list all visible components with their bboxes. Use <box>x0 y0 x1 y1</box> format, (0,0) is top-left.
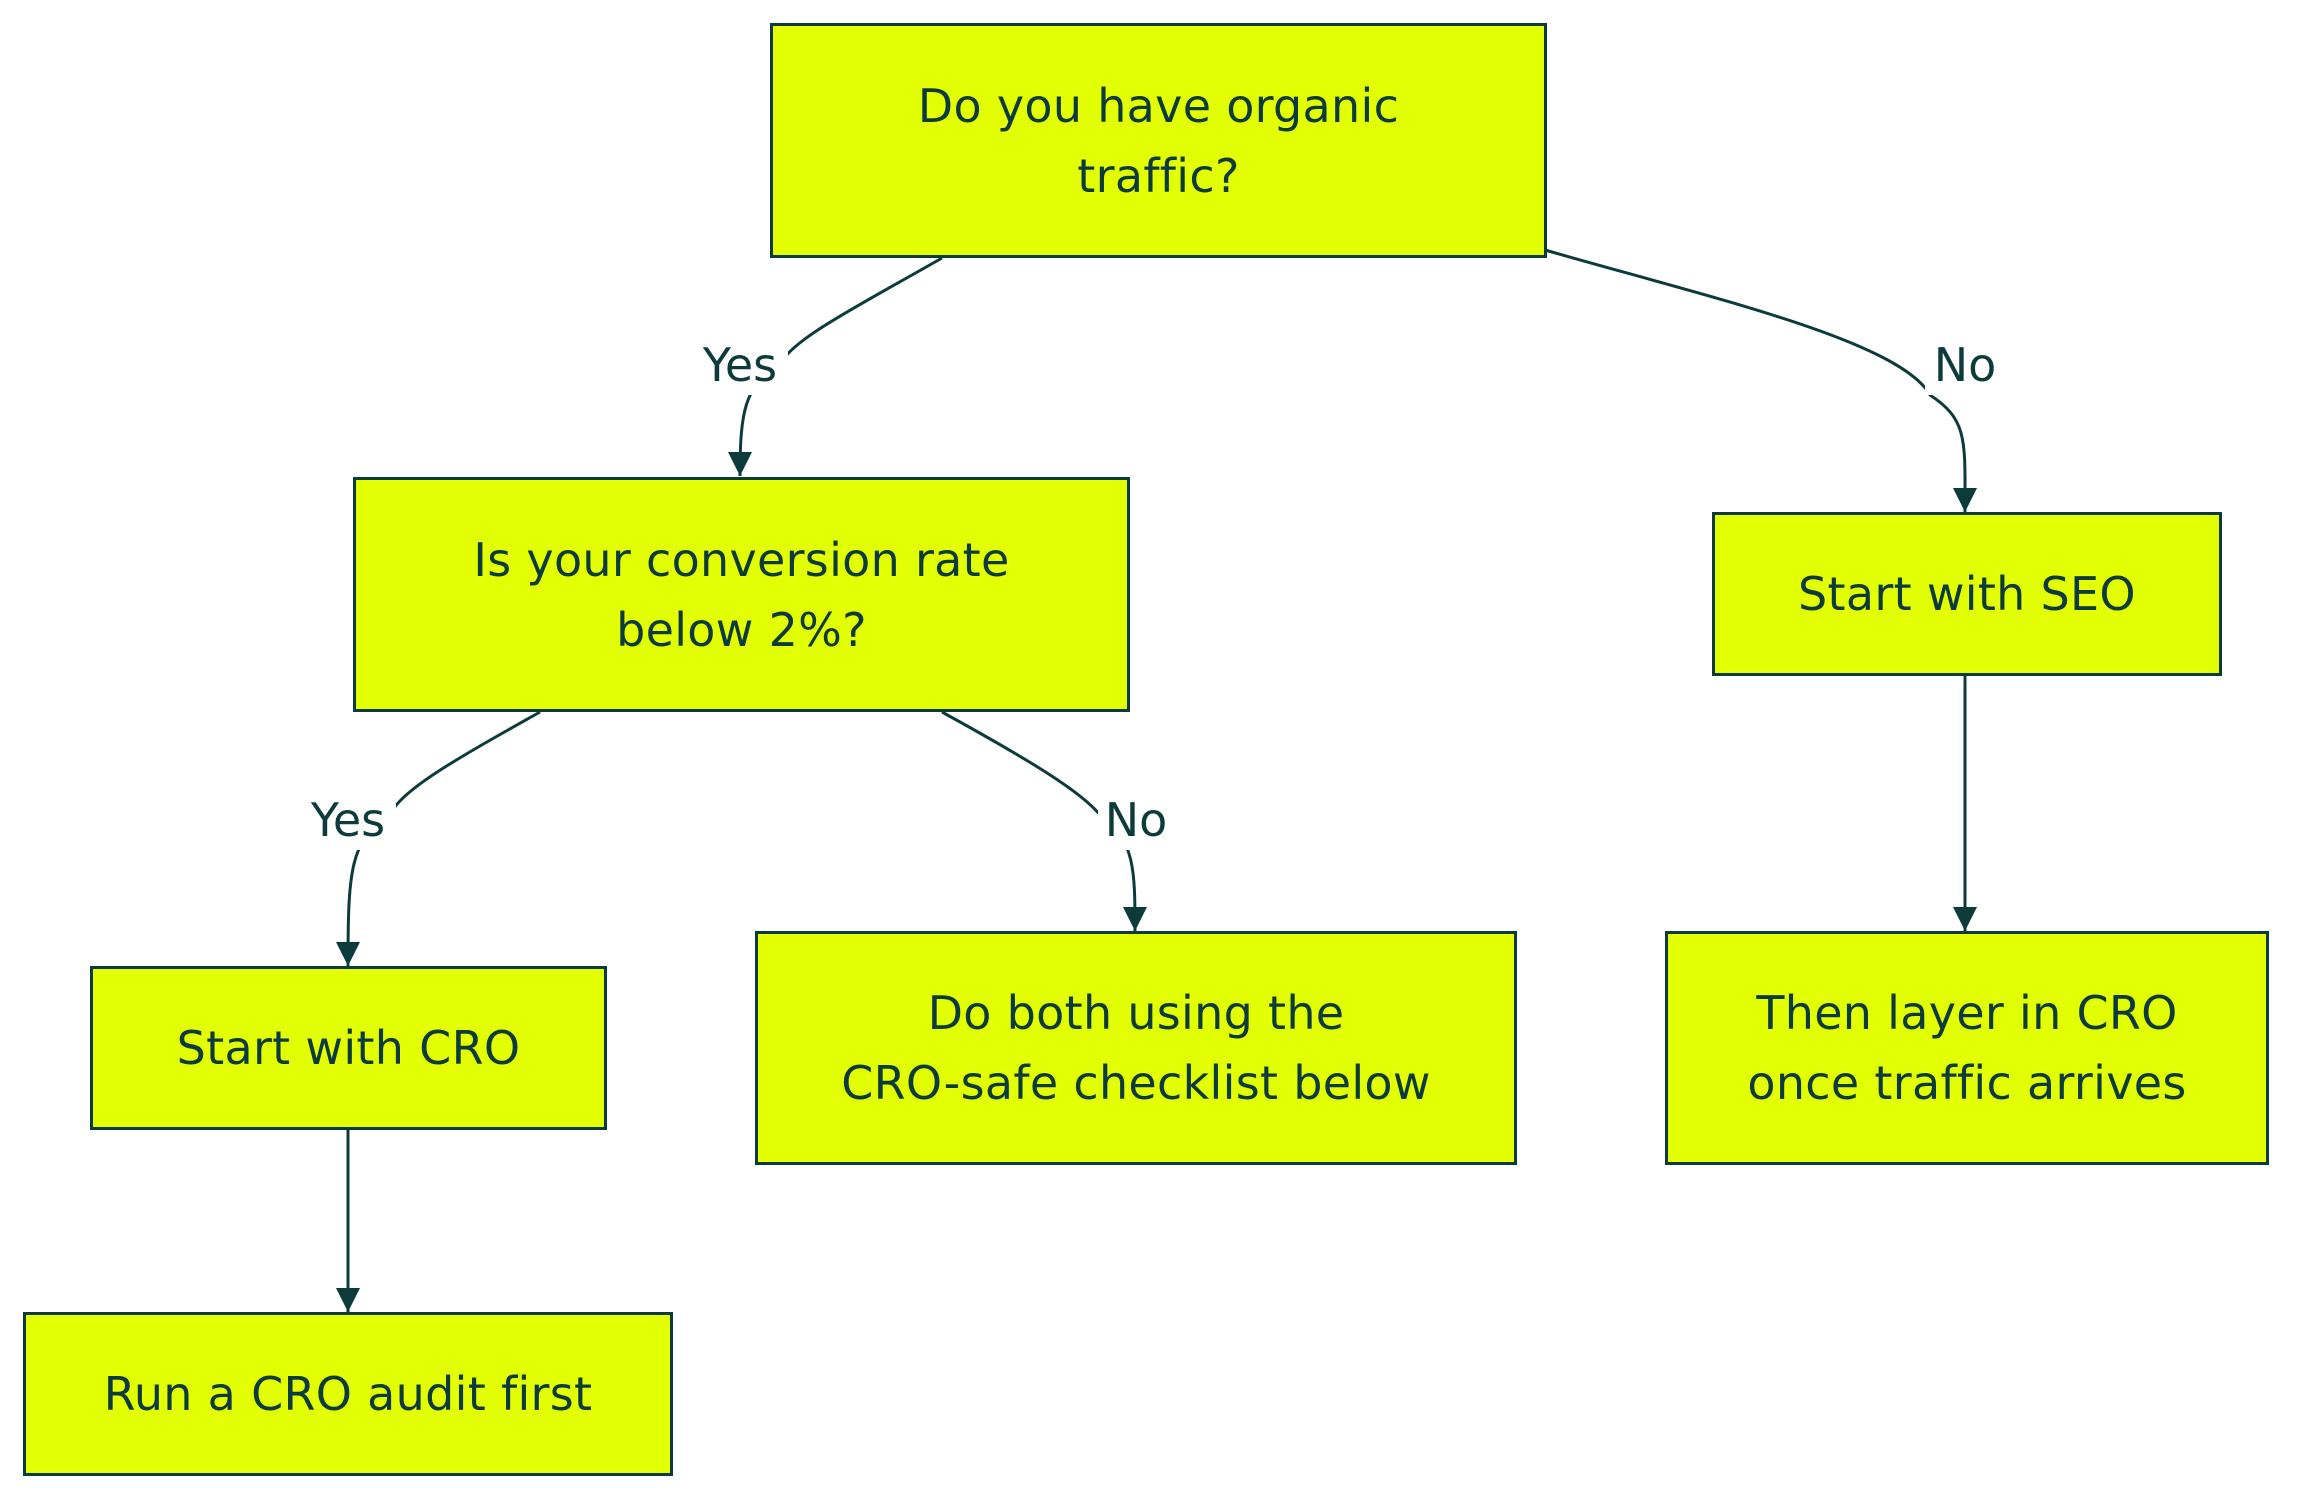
edge-label-bg <box>300 790 396 850</box>
arrowhead-cro <box>336 942 360 966</box>
edge-label-conversion-yes: Yes <box>310 793 385 847</box>
edge-label-organic-no: No <box>1934 338 1997 392</box>
arrowhead-seo <box>1953 488 1977 512</box>
edge-label-bg <box>1925 335 2005 395</box>
node-conversion-rate-question: Is your conversion rate below 2%? <box>353 477 1130 712</box>
edge-label-bg <box>1098 790 1178 850</box>
arrowhead-layer <box>1953 907 1977 931</box>
node-text-line: Do you have organic <box>917 78 1400 133</box>
node-do-both: Do both using the CRO-safe checklist bel… <box>755 931 1517 1165</box>
node-text-line: Do both using the <box>927 986 1345 1040</box>
node-text-line: Start with SEO <box>1798 567 2136 621</box>
node-text-line: Start with CRO <box>176 1021 521 1075</box>
node-text-line: once traffic arrives <box>1747 1056 2187 1110</box>
node-text-line: Is your conversion rate <box>473 532 1010 587</box>
edge-label-bg <box>692 335 788 395</box>
arrowhead-audit <box>336 1288 360 1312</box>
edge-label-conversion-no: No <box>1105 793 1168 847</box>
node-text-line: CRO-safe checklist below <box>841 1056 1431 1110</box>
node-layer-in-cro: Then layer in CRO once traffic arrives <box>1665 931 2269 1165</box>
node-start-with-seo: Start with SEO <box>1712 512 2222 676</box>
node-organic-traffic-question: Do you have organic traffic? <box>770 23 1547 258</box>
edge-organic-to-seo <box>1544 248 1967 513</box>
node-start-with-cro: Start with CRO <box>90 966 607 1130</box>
arrowhead-both <box>1123 907 1147 931</box>
node-run-cro-audit: Run a CRO audit first <box>23 1312 673 1476</box>
arrowhead-conversion <box>728 452 752 476</box>
edge-label-organic-yes: Yes <box>702 338 777 392</box>
node-text-line: traffic? <box>1077 148 1240 203</box>
node-text-line: Then layer in CRO <box>1756 986 2178 1040</box>
node-text-line: Run a CRO audit first <box>103 1367 593 1421</box>
node-text-line: below 2%? <box>616 602 867 657</box>
